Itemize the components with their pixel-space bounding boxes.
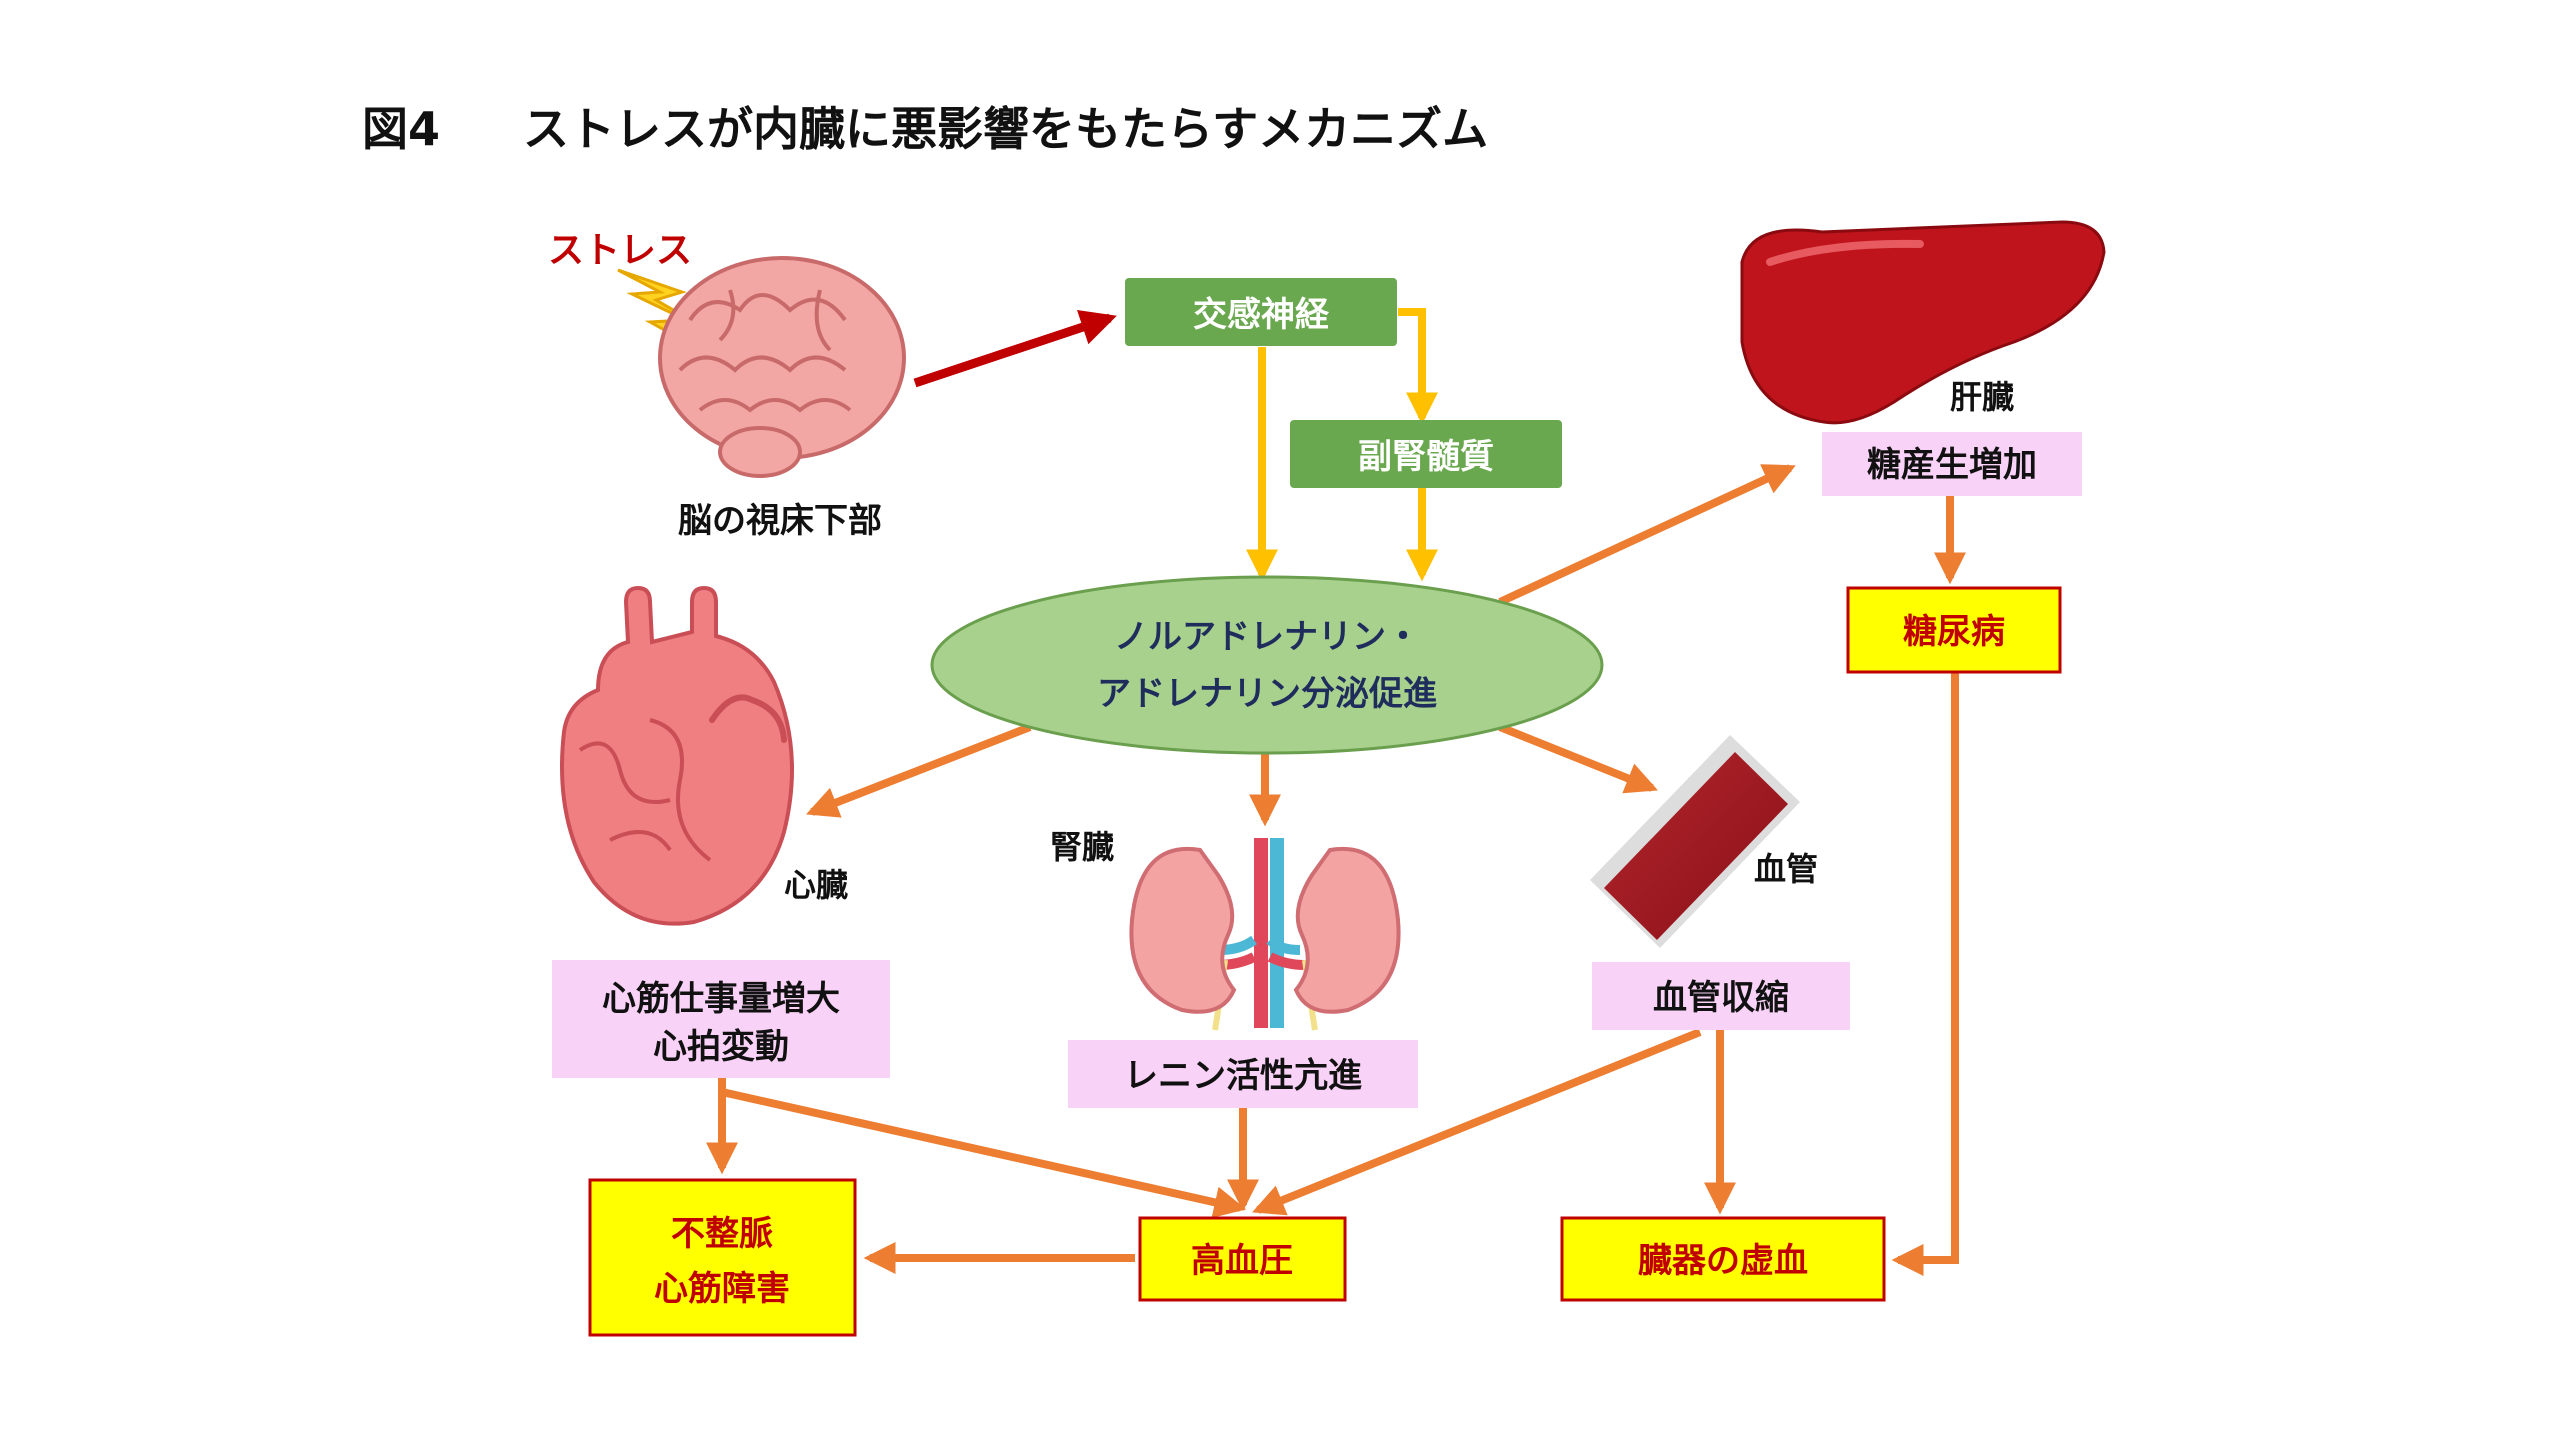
vessel-label: 血管 [1754, 850, 1818, 888]
brain-label: 脳の視床下部 [678, 501, 882, 541]
arrow-hormone-to-vessel [1498, 723, 1658, 794]
arrow-sympathetic-to-adrenal [1398, 308, 1438, 425]
gluconeogenesis-node [1822, 432, 2082, 496]
hormone-text-line2: アドレナリン分泌促進 [1097, 674, 1437, 714]
sympathetic-node [1125, 278, 1397, 346]
heart-label: 心臓 [784, 866, 848, 904]
hypertension-node [1138, 1216, 1347, 1302]
arrhythmia-text-line1: 不整脈 [671, 1214, 773, 1254]
sympathetic-text: 交感神経 [1193, 295, 1330, 335]
renin-text: レニン活性亢進 [1124, 1056, 1362, 1096]
page-title: ストレスが内臓に悪影響をもたらすメカニズム [523, 102, 1488, 156]
hormone-secretion-node [930, 575, 1604, 755]
arrhythmia-node [588, 1178, 857, 1337]
arrow-brain-to-sympathetic [913, 310, 1117, 388]
vasoconstriction-text: 血管収縮 [1653, 978, 1789, 1018]
adrenal-medulla-text: 副腎髄質 [1358, 437, 1494, 477]
arrow-hormone-to-heart [806, 723, 1032, 818]
hypertension-text: 高血圧 [1191, 1241, 1293, 1281]
diabetes-node [1846, 586, 2062, 674]
renin-node [1068, 1040, 1418, 1108]
stress-label: ストレス [548, 230, 692, 271]
gluconeogenesis-text: 糖産生増加 [1867, 445, 2037, 485]
figure-number: 図4 [362, 102, 440, 156]
ischemia-text: 臓器の虚血 [1638, 1241, 1808, 1281]
liver-icon [1740, 220, 2106, 425]
adrenal-medulla-node [1290, 420, 1562, 488]
kidney-label: 腎臓 [1050, 828, 1114, 866]
arrow-hormone-to-gluconeogenesis [1498, 464, 1796, 606]
liver-label: 肝臓 [1950, 378, 2014, 416]
arrow-heart-to-hypertension [721, 1088, 1247, 1219]
hormone-text-line1: ノルアドレナリン・ [1114, 617, 1420, 657]
diabetes-text: 糖尿病 [1903, 612, 2005, 652]
heart-effect-text-line2: 心拍変動 [653, 1027, 789, 1067]
heart-effect-node [552, 960, 890, 1078]
arrow-diabetes-to-ischemia [1891, 673, 1959, 1276]
heart-icon [560, 585, 794, 926]
arrhythmia-text-line2: 心筋障害 [654, 1269, 790, 1309]
brain-icon [658, 256, 906, 478]
blood-vessel-icon [1590, 735, 1800, 948]
ischemia-node [1560, 1216, 1886, 1302]
arrow-vessel-to-hypertension [1252, 1028, 1702, 1216]
vasoconstriction-node [1592, 962, 1850, 1030]
heart-effect-text-line1: 心筋仕事量増大 [602, 979, 840, 1019]
kidney-icon [1129, 838, 1401, 1031]
